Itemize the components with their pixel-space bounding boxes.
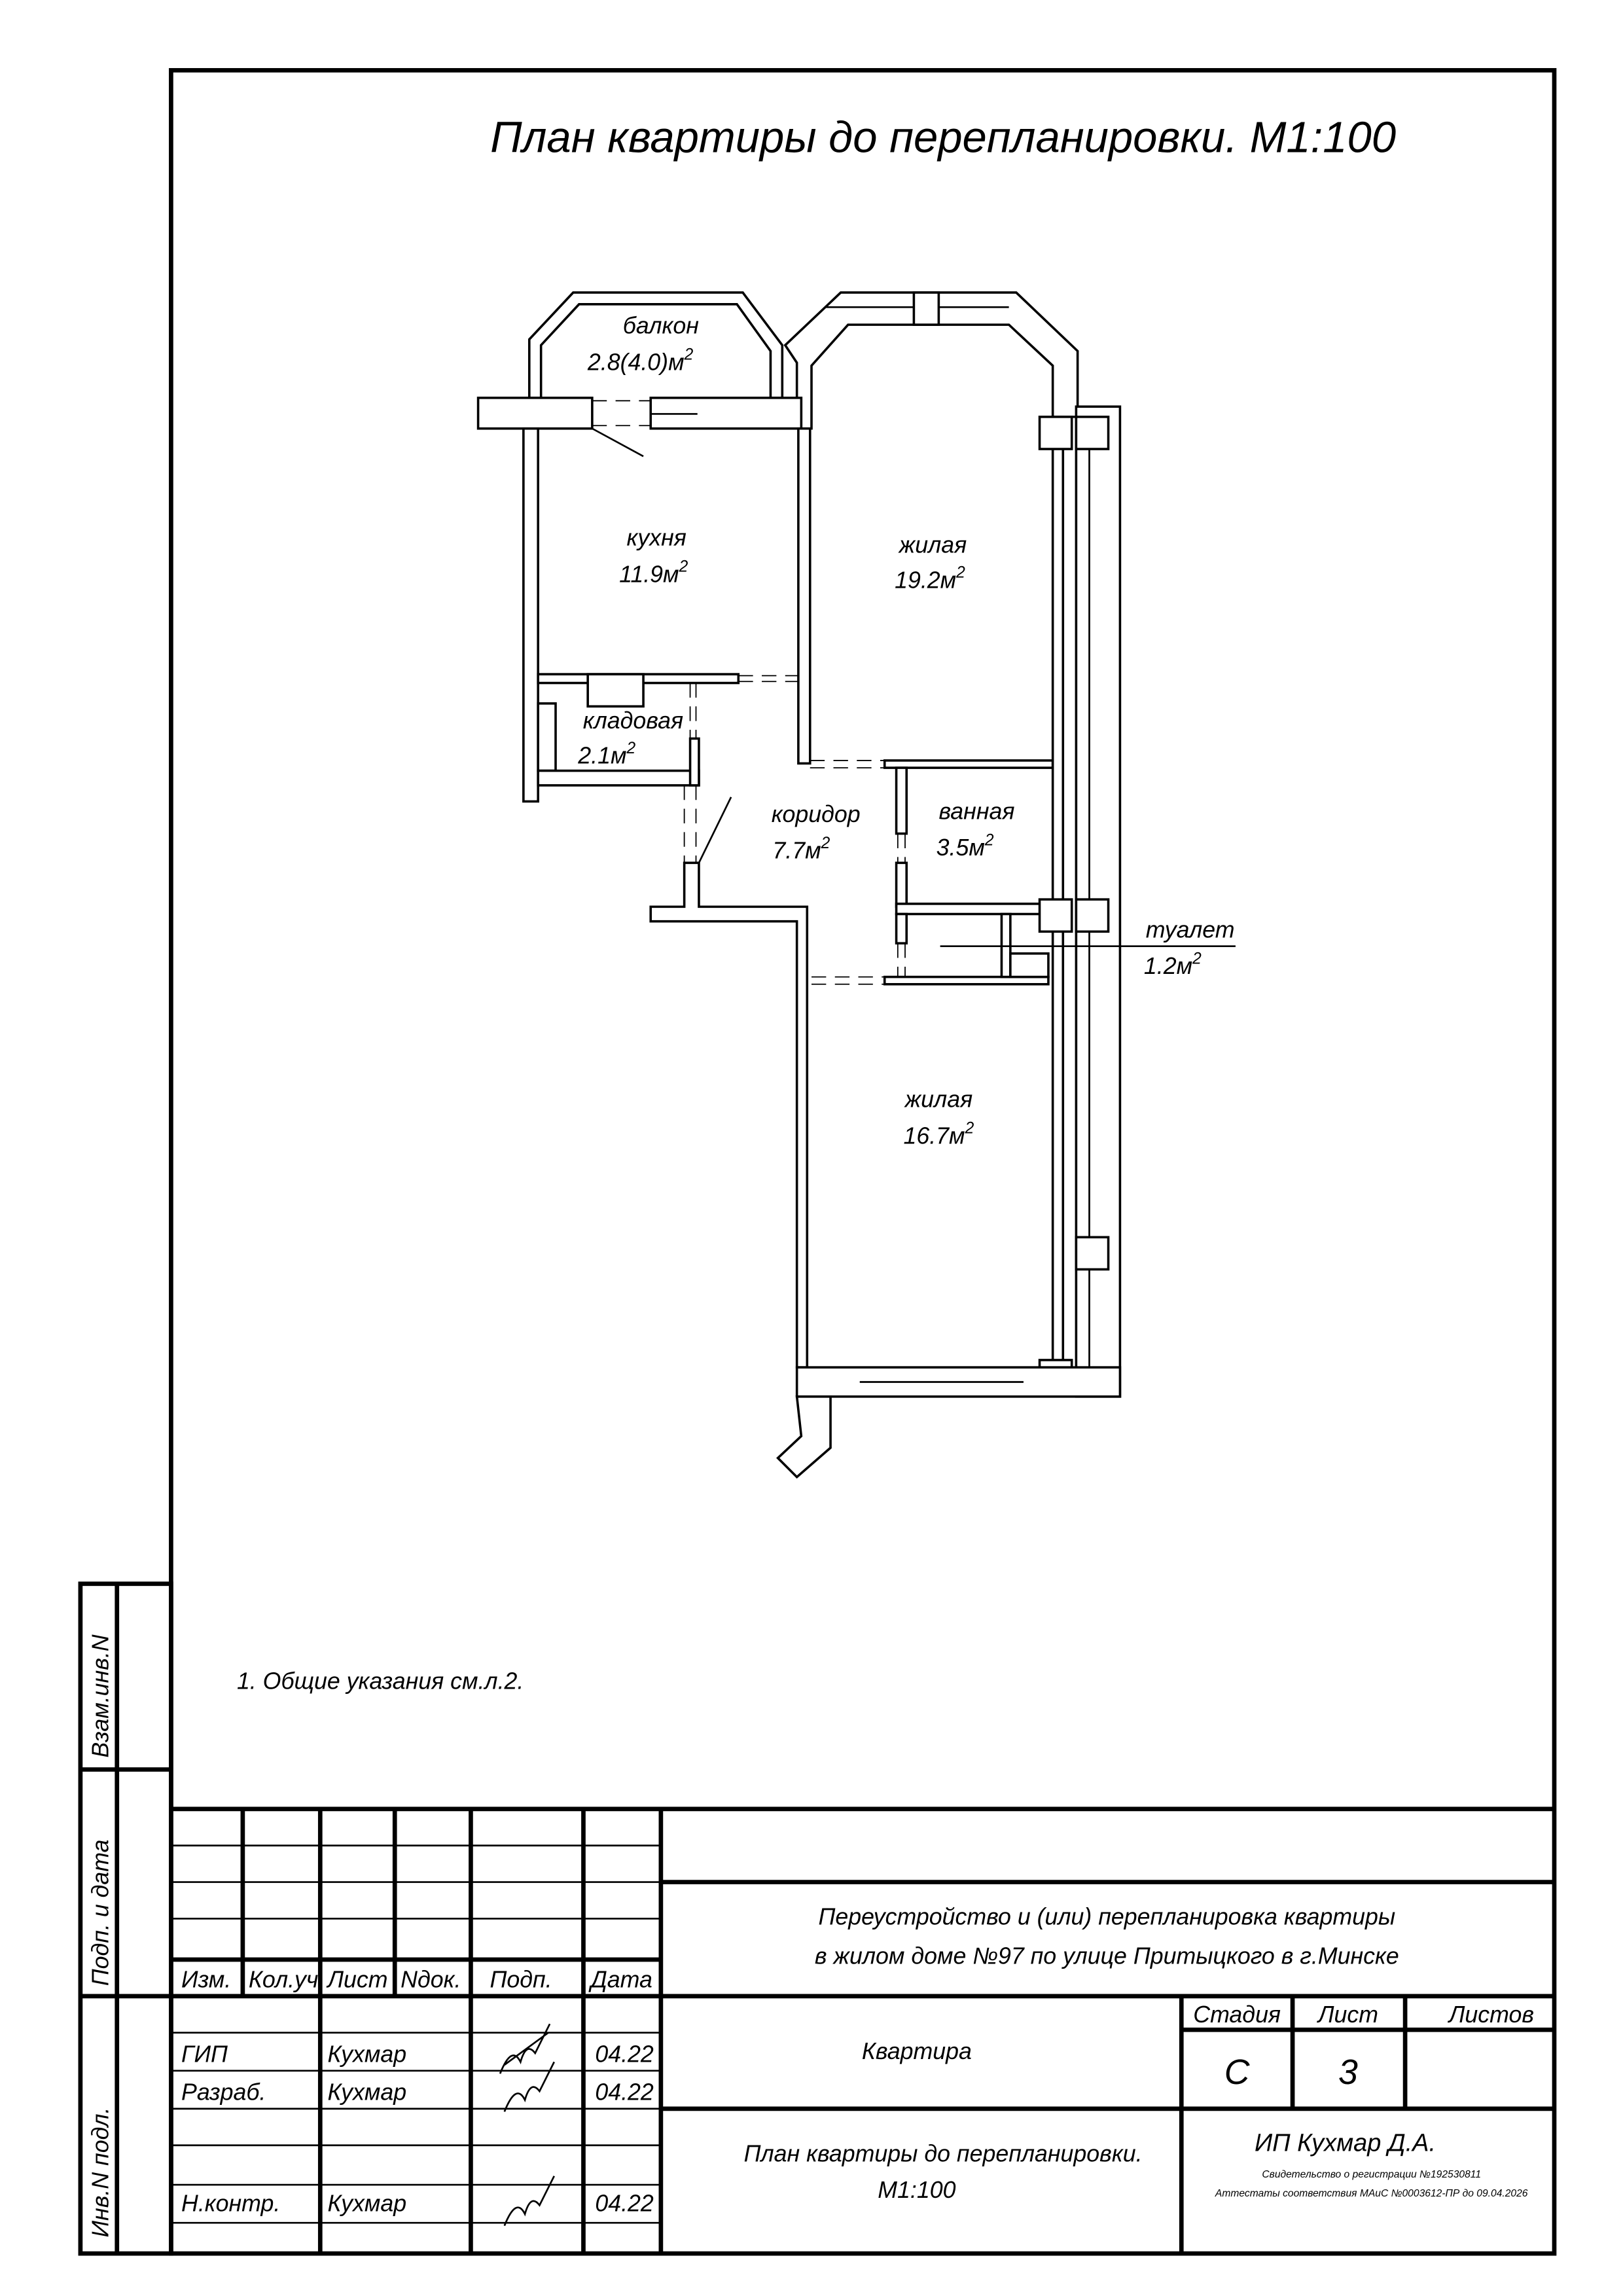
toilet-area: 1.2м2 [1144, 950, 1202, 979]
corridor-label: коридор [772, 801, 861, 827]
balcony-wall [528, 291, 784, 399]
storage-area: 2.1м2 [577, 740, 635, 769]
project-line1: Переустройство и (или) перепланировка кв… [818, 1903, 1395, 1929]
stage-value: С [1224, 2053, 1250, 2092]
bathroom-area: 3.5м2 [936, 832, 994, 861]
storage-label: кладовая [583, 708, 683, 734]
corridor-area: 7.7м2 [772, 834, 830, 864]
kitchen-label: кухня [626, 524, 686, 550]
signer-name: Кухмар [327, 2041, 406, 2067]
kitchen-top-wall [476, 397, 594, 430]
object-name: Квартира [862, 2038, 972, 2064]
signature-icon [499, 2023, 555, 2227]
signer-role: Н.контр. [181, 2190, 280, 2216]
side-label-inventory: Инв.N подл. [87, 2108, 113, 2238]
drawing-title-line1: План квартиры до перепланировки. [744, 2140, 1143, 2166]
living1-label: жилая [898, 532, 967, 558]
project-line2: в жилом доме №97 по улице Притыцкого в г… [815, 1943, 1399, 1969]
side-label-replace: Взам.инв.N [87, 1634, 113, 1757]
sheet-label: Лист [1317, 2001, 1378, 2028]
living2-area: 16.7м2 [904, 1120, 974, 1149]
company-cert1: Свидетельство о регистрации №192530811 [1262, 2169, 1481, 2180]
drawing-title-line2: М1:100 [878, 2177, 955, 2203]
living1-area: 19.2м2 [895, 564, 965, 594]
floor-plan [476, 291, 1236, 1479]
company-cert2: Аттестаты соответствия МАиС №0003612-ПР … [1215, 2188, 1528, 2199]
signer-date: 04.22 [595, 2079, 654, 2105]
toilet-label: туалет [1146, 916, 1235, 942]
room-labels: балкон 2.8(4.0)м2 кухня 11.9м2 жилая 19.… [577, 313, 1234, 1149]
kitchen-area: 11.9м2 [619, 558, 688, 588]
drawing-title: План квартиры до перепланировки. М1:100 [490, 113, 1396, 162]
balcony-area: 2.8(4.0)м2 [587, 346, 694, 376]
balcony-label: балкон [623, 313, 699, 339]
signer-role: Разраб. [181, 2079, 266, 2105]
header-change: Изм. [181, 1966, 231, 1992]
general-note: 1. Общие указания см.л.2. [237, 1668, 524, 1695]
bathroom-label: ванная [938, 798, 1014, 824]
side-label-sign-date: Подп. и дата [87, 1839, 113, 1986]
header-doc: Nдок. [401, 1966, 461, 1992]
sheets-label: Листов [1448, 2001, 1534, 2028]
header-count: Кол.уч. [249, 1966, 325, 1992]
company-name: ИП Кухмар Д.А. [1255, 2130, 1436, 2157]
side-strip: Взам.инв.N Подп. и дата Инв.N подл. [78, 1581, 173, 2256]
header-sheet: Лист [326, 1966, 387, 1992]
signer-date: 04.22 [595, 2190, 654, 2216]
signer-date: 04.22 [595, 2041, 654, 2067]
title-block: Изм. Кол.уч. Лист Nдок. Подп. Дата ГИП К… [171, 1806, 1554, 2254]
sheet-value: 3 [1338, 2053, 1358, 2092]
signer-name: Кухмар [327, 2190, 406, 2216]
signer-role: ГИП [181, 2041, 228, 2067]
living2-label: жилая [904, 1086, 973, 1112]
sheet-frame [169, 68, 1557, 2256]
signer-name: Кухмар [327, 2079, 406, 2105]
stage-label: Стадия [1193, 2001, 1281, 2028]
header-sign: Подп. [490, 1966, 552, 1992]
header-date: Дата [588, 1966, 652, 1992]
